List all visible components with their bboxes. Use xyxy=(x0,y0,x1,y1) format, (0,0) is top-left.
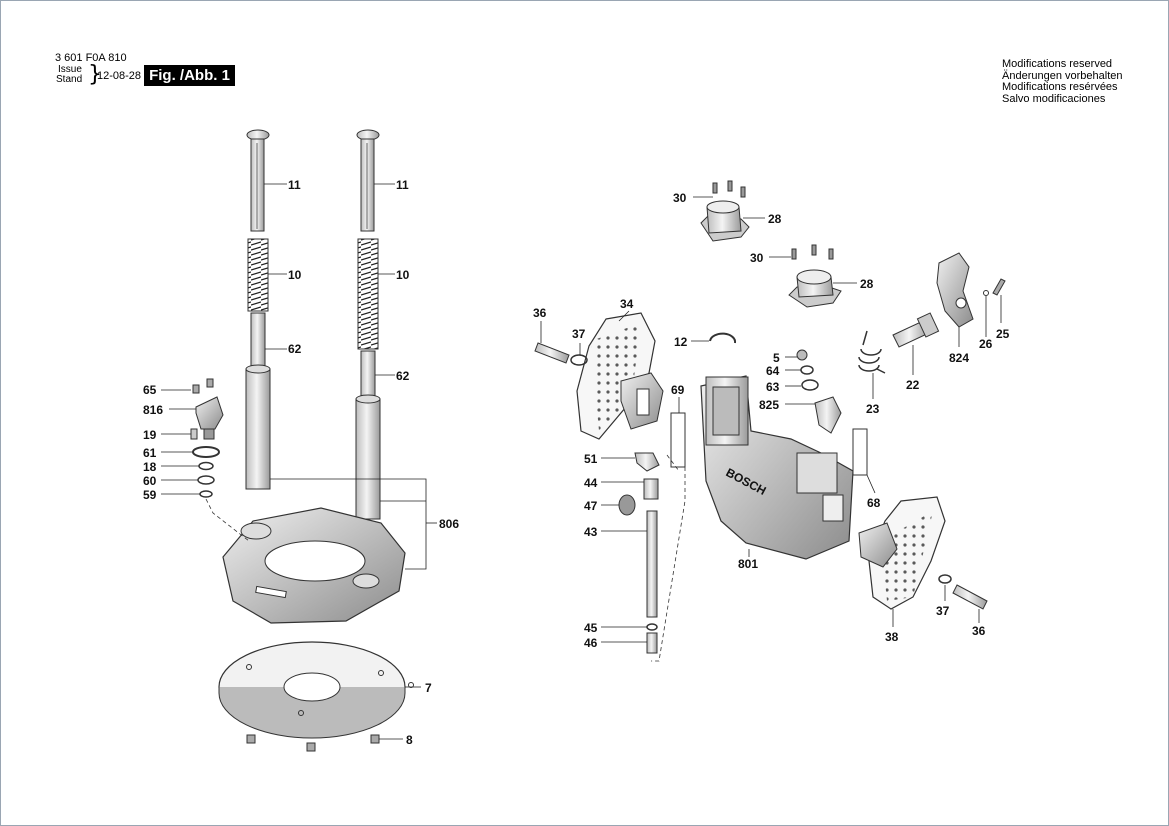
torsion-spring xyxy=(858,330,886,374)
part-label-60: 60 xyxy=(143,474,157,488)
part-label-43: 43 xyxy=(584,525,598,539)
spacer-strips xyxy=(670,412,868,476)
small-fasteners xyxy=(796,349,842,434)
part-label-36-right: 36 xyxy=(972,624,986,638)
part-label-37-right: 37 xyxy=(936,604,950,618)
part-label-65: 65 xyxy=(143,383,157,397)
part-label-46: 46 xyxy=(584,636,598,650)
part-label-38: 38 xyxy=(885,630,899,644)
part-label-34: 34 xyxy=(620,297,634,311)
spring-left xyxy=(247,238,269,312)
part-label-45: 45 xyxy=(584,621,598,635)
guide-rod-left xyxy=(246,129,270,232)
part-labels: 11 11 10 10 62 62 65 816 19 61 18 60 59 … xyxy=(143,178,1010,747)
motor-housing: BOSCH xyxy=(700,375,854,560)
part-label-10-right: 10 xyxy=(396,268,410,282)
part-label-37-left: 37 xyxy=(572,327,586,341)
figure-label: Fig. /Abb. 1 xyxy=(144,65,235,86)
part-label-10-left: 10 xyxy=(288,268,302,282)
side-handle-left xyxy=(576,312,664,440)
issue-brace: } xyxy=(88,62,102,87)
retaining-ring xyxy=(709,332,737,344)
handle-screw-left xyxy=(534,342,588,366)
part-label-28-upper: 28 xyxy=(768,212,782,226)
part-label-11-right: 11 xyxy=(396,178,409,192)
leader-lines xyxy=(161,183,1002,740)
guide-tube-left xyxy=(245,312,271,490)
part-label-59: 59 xyxy=(143,488,157,502)
issue-label: Issue xyxy=(58,64,82,75)
part-label-8: 8 xyxy=(406,733,413,747)
part-label-26: 26 xyxy=(979,337,993,351)
cover-cap-upper xyxy=(700,180,750,242)
part-label-824: 824 xyxy=(949,351,969,365)
part-label-30-lower: 30 xyxy=(750,251,764,265)
part-label-801: 801 xyxy=(738,557,758,571)
part-label-36-left: 36 xyxy=(533,306,547,320)
modifications-notice: Modifications reserved Änderungen vorbeh… xyxy=(1002,58,1123,105)
part-label-62-right: 62 xyxy=(396,369,410,383)
spring-right xyxy=(357,238,379,350)
part-label-68: 68 xyxy=(867,496,881,510)
guide-rod-right xyxy=(356,129,380,232)
notice-en: Modifications reserved xyxy=(1002,58,1113,70)
part-label-22: 22 xyxy=(906,378,920,392)
part-label-62-left: 62 xyxy=(288,342,302,356)
threaded-pin xyxy=(892,312,940,348)
part-label-12: 12 xyxy=(674,335,688,349)
part-label-806: 806 xyxy=(439,517,459,531)
part-label-25: 25 xyxy=(996,327,1010,341)
notice-fr: Modifications resérvées xyxy=(1002,81,1118,93)
side-handle-right xyxy=(858,496,946,610)
depth-stop-parts xyxy=(190,378,224,498)
part-label-30-upper: 30 xyxy=(673,191,687,205)
part-label-64: 64 xyxy=(766,364,780,378)
stand-label: Stand xyxy=(56,74,83,85)
part-label-61: 61 xyxy=(143,446,157,460)
base-sole-plate xyxy=(218,641,414,739)
part-label-19: 19 xyxy=(143,428,157,442)
part-label-18: 18 xyxy=(143,460,157,474)
part-label-23: 23 xyxy=(866,402,880,416)
cover-cap-lower xyxy=(788,244,842,308)
depth-stop-rod-group xyxy=(618,452,660,654)
part-label-816: 816 xyxy=(143,403,163,417)
issue-date: 12-08-28 xyxy=(97,70,142,82)
part-label-69: 69 xyxy=(671,383,685,397)
part-label-7: 7 xyxy=(425,681,432,695)
part-label-11-left: 11 xyxy=(288,178,301,192)
dashed-guides xyxy=(205,454,686,662)
part-label-825: 825 xyxy=(759,398,779,412)
part-label-44: 44 xyxy=(584,476,598,490)
guide-tube-right xyxy=(355,350,381,520)
part-label-47: 47 xyxy=(584,499,598,513)
router-base xyxy=(222,507,406,624)
part-label-5: 5 xyxy=(773,351,780,365)
part-label-51: 51 xyxy=(584,452,598,466)
clamp-lever xyxy=(936,252,1006,328)
handle-screw-right xyxy=(938,574,988,610)
notice-de: Änderungen vorbehalten xyxy=(1002,69,1123,82)
part-label-28-lower: 28 xyxy=(860,277,874,291)
part-label-63: 63 xyxy=(766,380,780,394)
notice-es: Salvo modificaciones xyxy=(1002,92,1106,105)
document-number: 3 601 F0A 810 xyxy=(55,52,127,64)
